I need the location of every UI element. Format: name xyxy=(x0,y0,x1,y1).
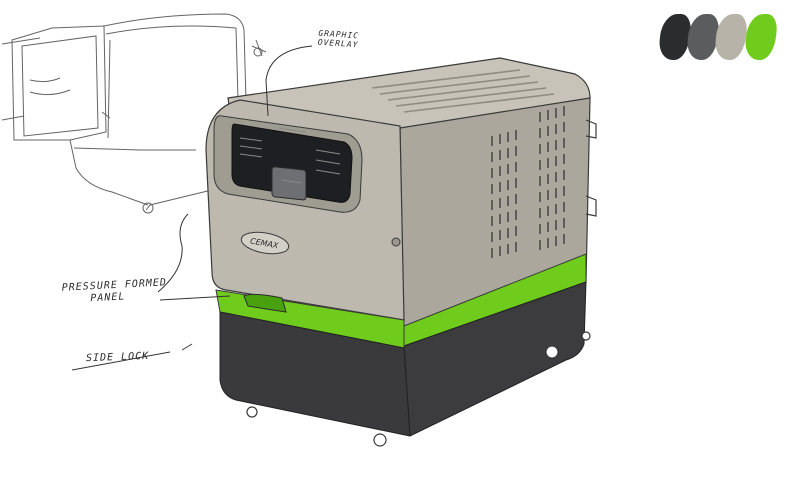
top-vent xyxy=(371,69,555,113)
side-vent xyxy=(491,106,565,258)
callout-leaders xyxy=(71,45,313,371)
callout-graphic-overlay: Graphic Overlay xyxy=(317,29,359,50)
color-palette xyxy=(657,14,784,62)
rear-latches xyxy=(585,119,597,217)
casters xyxy=(246,331,591,447)
side-base xyxy=(403,281,587,437)
callout-side-lock: Side lock xyxy=(85,350,150,365)
color-swatch-green xyxy=(743,14,779,60)
overlay-markings xyxy=(239,127,341,184)
product-render: CEMAX xyxy=(205,57,597,447)
color-swatch-stone xyxy=(713,14,749,60)
side-lock-knob xyxy=(391,237,401,247)
front-base xyxy=(219,311,411,437)
display-screen xyxy=(271,166,307,201)
handle-slot xyxy=(243,293,287,313)
logo-badge xyxy=(240,231,290,255)
wireframe-sketch xyxy=(1,13,267,214)
graphic-overlay-panel xyxy=(231,123,353,203)
